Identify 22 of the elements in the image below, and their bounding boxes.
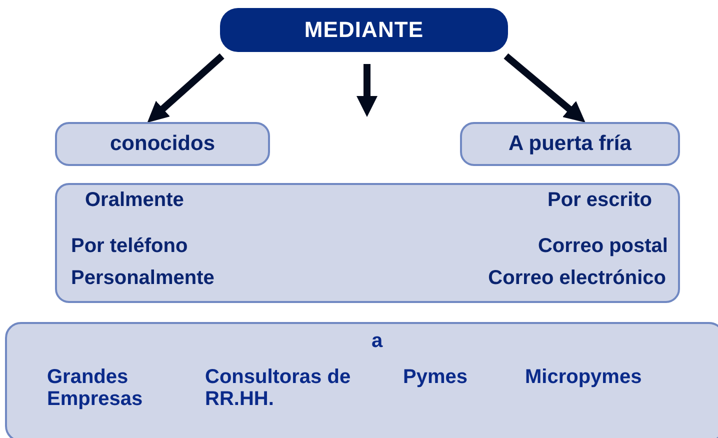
node-label: Personalmente — [71, 267, 214, 289]
target-panel — [5, 322, 718, 438]
arrow — [147, 53, 224, 123]
method-panel — [55, 183, 680, 303]
node-label: conocidos — [110, 130, 215, 157]
node-label: Correo postal — [538, 235, 668, 257]
node-label: MEDIANTE — [304, 16, 424, 44]
node-label: Pymes — [403, 366, 468, 388]
category-box — [55, 122, 270, 166]
arrow — [356, 64, 378, 117]
node-label: Micropymes — [525, 366, 642, 388]
node-label: Consultoras de RR.HH. — [205, 366, 352, 410]
category-box — [460, 122, 680, 166]
arrow — [504, 53, 586, 122]
node-label: Por teléfono — [71, 235, 188, 257]
node-label: Oralmente — [85, 189, 184, 211]
node-label: a — [370, 330, 384, 352]
node-label: Por escrito — [548, 189, 652, 211]
node-label: Correo electrónico — [488, 267, 666, 289]
title-box — [220, 8, 508, 52]
node-label: Grandes Empresas — [47, 366, 144, 410]
node-label: A puerta fría — [508, 130, 632, 157]
